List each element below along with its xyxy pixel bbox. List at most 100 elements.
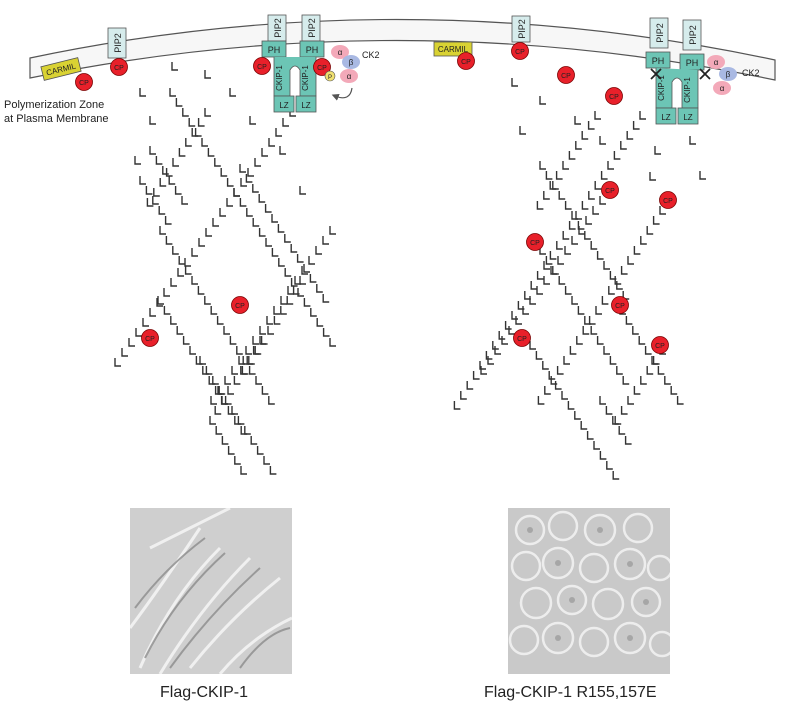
actin-monomer [219, 207, 227, 217]
actin-monomer [594, 180, 602, 190]
actin-monomer [224, 375, 232, 385]
actin-monomer [530, 280, 538, 290]
x-mark-icon [699, 68, 711, 80]
svg-text:CP: CP [605, 188, 615, 195]
actin-monomer [216, 315, 225, 325]
actin-monomer [562, 230, 570, 240]
actin-monomer [234, 455, 242, 465]
svg-text:CARMIL: CARMIL [438, 45, 469, 54]
actin-monomer [309, 273, 318, 283]
actin-monomer [632, 120, 641, 130]
svg-text:PIP2: PIP2 [273, 18, 283, 38]
actin-monomer [612, 470, 620, 480]
actin-monomer [567, 400, 576, 410]
actin-monomer [308, 255, 316, 265]
actin-monomer [204, 295, 212, 305]
actin-monomer [571, 295, 579, 305]
actin-monomer [539, 160, 547, 170]
actin-monomer [229, 335, 238, 345]
actin-monomer [511, 310, 519, 320]
actin-monomer [501, 335, 509, 345]
actin-monomer [555, 170, 564, 180]
actin-monomer [639, 110, 647, 120]
actin-monomer [286, 295, 294, 305]
actin-monomer [487, 355, 495, 365]
actin-monomer [194, 127, 203, 137]
actin-monomer [271, 247, 280, 257]
ck2-complex-left: α β α CK2 [331, 45, 380, 83]
actin-monomer [529, 340, 537, 350]
actin-monomer [646, 365, 654, 375]
actin-monomer [182, 335, 191, 345]
actin-monomer [212, 375, 220, 385]
actin-monomer [254, 157, 262, 167]
actin-monomer [558, 275, 566, 285]
actin-monomer [184, 257, 192, 267]
x-mark-icon [650, 68, 662, 80]
actin-monomer [561, 390, 569, 400]
actin-monomer [329, 337, 337, 347]
actin-monomer [472, 370, 481, 380]
curved-arrow-icon [331, 87, 353, 101]
actin-monomer [599, 450, 608, 460]
actin-monomer [223, 325, 231, 335]
actin-monomer [620, 265, 629, 275]
actin-monomer [238, 355, 246, 365]
actin-monomer [241, 365, 250, 375]
svg-text:CP: CP [257, 64, 267, 71]
actin-monomer [562, 160, 570, 170]
actin-monomer [165, 167, 174, 177]
actin-monomer [260, 335, 269, 345]
actin-monomer [556, 240, 564, 250]
actin-monomer [114, 357, 122, 367]
actin-monomer [529, 295, 537, 305]
capping-protein: CP [557, 66, 575, 84]
actin-monomer [652, 355, 661, 365]
svg-text:PH: PH [306, 45, 319, 55]
actin-monomer [214, 405, 222, 415]
actin-monomer [542, 360, 550, 370]
actin-monomer [654, 145, 662, 155]
actin-monomer [587, 120, 596, 130]
actin-monomer [284, 267, 292, 277]
actin-monomer [264, 203, 273, 213]
actin-monomer [248, 365, 257, 375]
actin-monomer [226, 177, 235, 187]
actin-monomer [299, 185, 307, 195]
actin-monomer [188, 117, 196, 127]
actin-monomer [247, 167, 255, 177]
actin-monomer [627, 255, 635, 265]
actin-monomer [244, 425, 252, 435]
actin-filaments-left [114, 61, 337, 475]
actin-monomer [184, 265, 193, 275]
svg-text:PIP2: PIP2 [655, 23, 665, 43]
actin-monomer [607, 160, 615, 170]
actin-monomer [227, 385, 235, 395]
actin-monomer [297, 287, 305, 297]
actin-monomer [163, 287, 171, 297]
zone-label-line2: at Plasma Membrane [4, 113, 109, 125]
svg-text:α: α [347, 72, 352, 81]
svg-text:CKIP-1: CKIP-1 [657, 75, 666, 101]
actin-monomer [210, 305, 218, 315]
svg-text:CKIP-1: CKIP-1 [275, 65, 284, 91]
actin-monomer [134, 155, 142, 165]
capping-protein: CP [611, 296, 629, 314]
svg-text:LZ: LZ [683, 113, 692, 122]
actin-monomer [670, 385, 678, 395]
actin-monomer [284, 233, 292, 243]
actin-monomer [159, 225, 167, 235]
actin-monomer [189, 345, 197, 355]
actin-monomer [268, 395, 276, 405]
actin-monomer [633, 245, 642, 255]
actin-monomer [218, 385, 226, 395]
actin-monomer [229, 87, 237, 97]
actin-monomer [616, 280, 624, 290]
actin-monomer [539, 95, 547, 105]
svg-text:CP: CP [515, 49, 525, 56]
actin-monomer [153, 187, 161, 197]
capping-protein: CP [110, 58, 128, 76]
actin-monomer [164, 215, 173, 225]
actin-monomer [606, 460, 614, 470]
actin-monomer [554, 380, 563, 390]
